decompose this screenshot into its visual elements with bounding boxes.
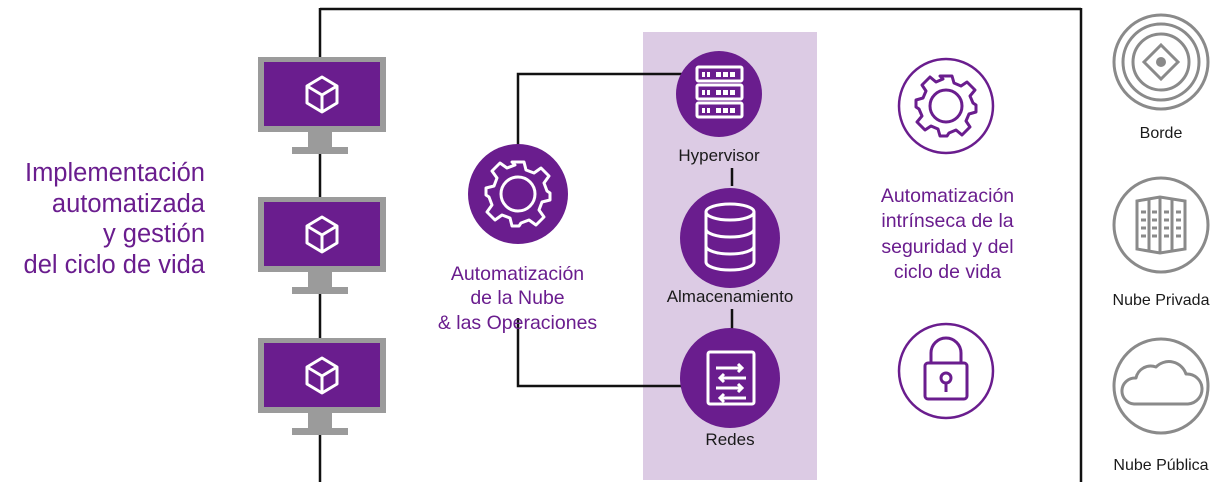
left-label-line-2: automatizada xyxy=(51,189,205,218)
connector-bottom xyxy=(516,318,682,388)
hypervisor-server-icon xyxy=(676,51,762,137)
storage-database-icon xyxy=(680,188,780,288)
cloud-automation-gear-icon xyxy=(468,144,568,244)
left-label-line-1: Implementación xyxy=(24,159,205,187)
storage-label: Almacenamiento xyxy=(666,287,794,306)
intrinsic-security-label: Automatización intrínseca de la segurida… xyxy=(840,184,1055,285)
lock-icon xyxy=(897,322,995,420)
right-label-line-1: Automatización xyxy=(880,185,1015,207)
public-cloud-icon xyxy=(1112,337,1210,435)
private-cloud-label: Nube Privada xyxy=(1112,292,1210,309)
edge-icon xyxy=(1112,13,1210,111)
public-cloud-label: Nube Pública xyxy=(1113,457,1209,474)
cloud-operations-label: Automatización de la Nube & las Operacio… xyxy=(410,262,625,335)
left-label-line-4: del ciclo de vida xyxy=(23,250,205,279)
left-label-line-3: y gestión xyxy=(102,220,205,249)
center-label-line-1: Automatización xyxy=(450,263,585,285)
center-label-line-2: de la Nube xyxy=(470,287,565,310)
connector-top xyxy=(516,72,682,148)
deployment-lifecycle-label: Implementación automatizada y gestión de… xyxy=(0,158,205,280)
right-label-line-3: seguridad y del xyxy=(881,235,1014,258)
security-gear-icon xyxy=(897,57,995,155)
private-cloud-icon xyxy=(1112,176,1210,274)
cube-icon xyxy=(305,75,339,114)
monitor-3 xyxy=(258,338,386,435)
hypervisor-label: Hypervisor xyxy=(678,146,760,165)
cube-icon xyxy=(305,356,339,395)
network-label: Redes xyxy=(705,430,755,449)
right-label-line-2: intrínseca de la xyxy=(881,210,1014,233)
cube-icon xyxy=(305,215,339,254)
right-label-line-4: ciclo de vida xyxy=(893,261,1002,284)
network-switch-icon xyxy=(680,328,780,428)
monitor-1 xyxy=(258,57,386,154)
monitor-2 xyxy=(258,197,386,294)
edge-label: Borde xyxy=(1139,125,1183,142)
center-label-line-3: & las Operaciones xyxy=(437,311,598,334)
